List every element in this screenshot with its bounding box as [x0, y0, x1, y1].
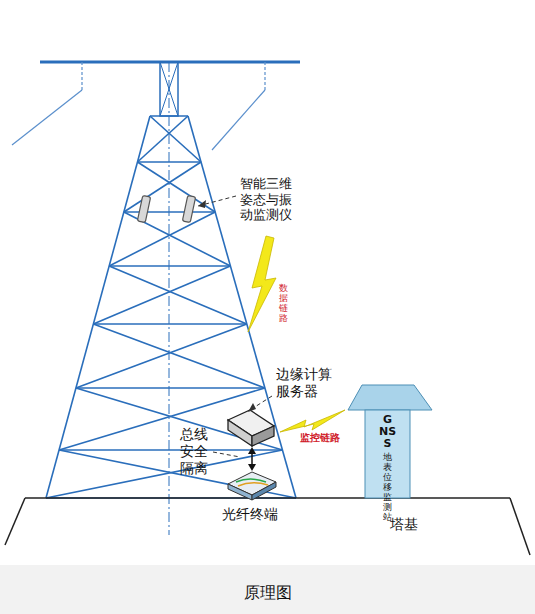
lattice-member	[59, 449, 282, 451]
edge-server	[228, 410, 274, 446]
lattice-member	[150, 116, 201, 162]
leader-line	[213, 452, 240, 457]
lattice-member	[76, 324, 247, 388]
lattice-member	[93, 266, 230, 324]
background	[0, 0, 535, 565]
station-subtitle: 地表位移监测站	[383, 453, 392, 522]
lattice-member	[76, 387, 265, 389]
caption-band	[0, 565, 535, 614]
leader-head	[198, 200, 206, 208]
lattice-member	[109, 265, 230, 267]
arrow-head	[248, 447, 256, 454]
link-label: 数据链路	[279, 284, 288, 324]
lattice-member	[124, 211, 215, 213]
link-label: 监控链路	[300, 432, 340, 444]
tower-lattice	[46, 116, 296, 498]
lattice-member	[93, 323, 246, 325]
crossarm	[40, 62, 300, 116]
caption: 原理图	[0, 583, 535, 602]
lattice-member	[76, 388, 282, 450]
lattice-member	[137, 116, 188, 162]
device-label: 智能三维姿态与振动监测仪	[240, 176, 296, 223]
lattice-member	[109, 212, 215, 266]
vibration-sensor	[137, 195, 195, 222]
part-label: 塔基	[390, 516, 418, 533]
station-roof	[348, 385, 432, 410]
insulator-wires	[12, 62, 265, 150]
lattice-member	[46, 450, 282, 498]
leader-head	[248, 403, 256, 412]
station-node: GNSS 地表位移监测站	[365, 412, 410, 523]
device-label: 光纤终端	[222, 506, 278, 523]
arrow-head	[248, 464, 256, 471]
data-link-bolt	[248, 236, 276, 332]
monitor-link-bolt	[280, 410, 345, 432]
lattice-member	[93, 324, 265, 388]
device-label: 边缘计算服务器	[276, 366, 336, 400]
center-axis	[169, 62, 170, 535]
device-label: 总线安全隔离	[180, 426, 211, 476]
ground-line	[5, 498, 530, 555]
lattice-member	[109, 266, 247, 324]
station-title: GNSS	[379, 414, 397, 450]
fiber-terminal	[228, 472, 276, 500]
